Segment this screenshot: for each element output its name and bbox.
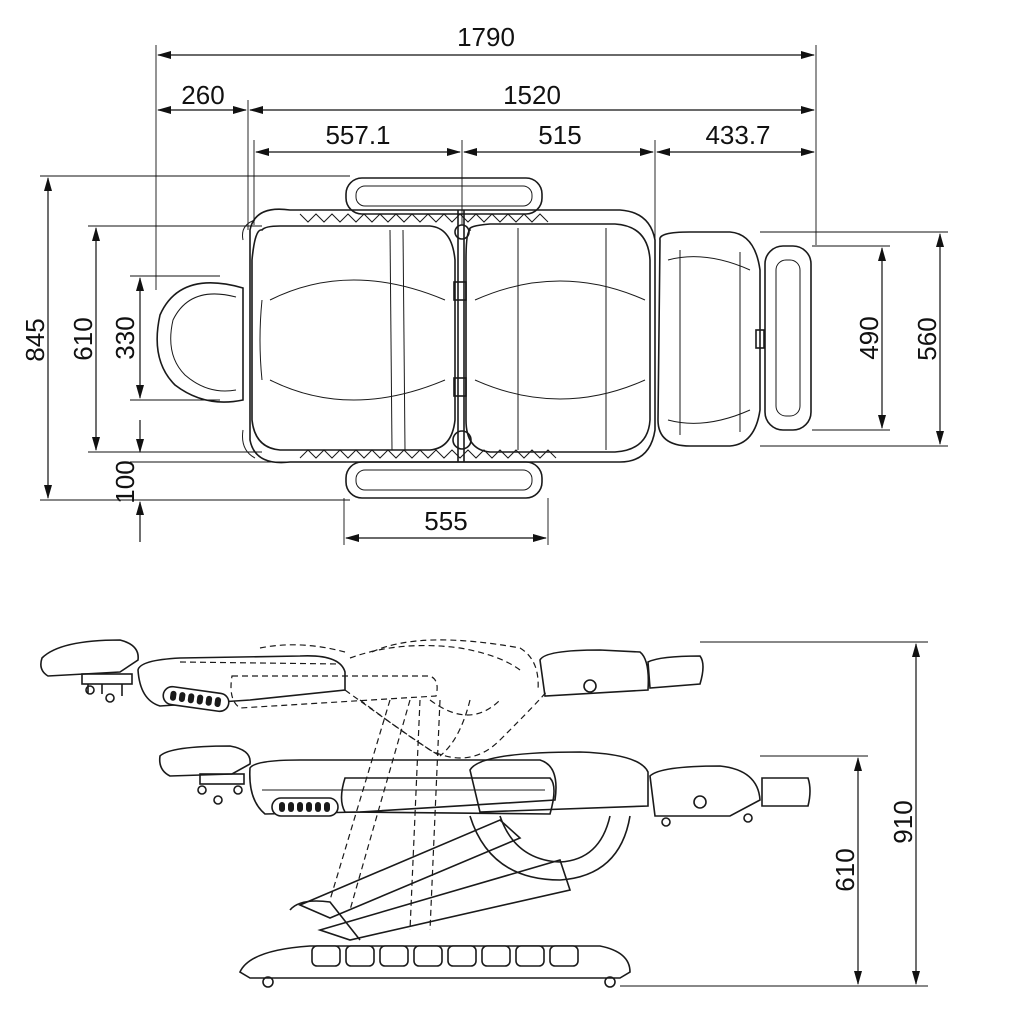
upper-armrest bbox=[345, 177, 543, 215]
raised-back bbox=[137, 655, 346, 707]
lowered-leg bbox=[649, 765, 761, 817]
dim-overall-width-label: 845 bbox=[20, 318, 50, 361]
lowered-massage-pad bbox=[271, 797, 339, 817]
dim-overall-length-label: 1790 bbox=[457, 22, 515, 52]
lowered-seat bbox=[469, 751, 649, 813]
dim-body-width-label: 610 bbox=[68, 317, 98, 360]
footrest bbox=[764, 245, 812, 431]
base-wheel-right bbox=[604, 976, 616, 988]
hinge-knob-top bbox=[454, 224, 470, 240]
lowered-back bbox=[248, 759, 557, 815]
headrest-top bbox=[156, 282, 244, 403]
leg-section bbox=[657, 231, 761, 447]
seat-cushion bbox=[465, 223, 651, 453]
dim-headrest-width-label: 330 bbox=[110, 316, 140, 359]
lowered-footrest bbox=[761, 777, 811, 807]
base-cups bbox=[311, 945, 579, 967]
side-view-lowered bbox=[158, 699, 811, 988]
raised-seat bbox=[539, 649, 650, 697]
raised-massage-pad bbox=[162, 685, 230, 713]
frame-outline bbox=[249, 208, 656, 464]
dim-min-height-label: 610 bbox=[830, 848, 860, 891]
base-wheel-left bbox=[262, 976, 274, 988]
side-view-raised bbox=[40, 639, 704, 759]
dim-armrest-length-label: 555 bbox=[424, 506, 467, 536]
dim-max-height-label: 910 bbox=[888, 800, 918, 843]
raised-headrest bbox=[40, 639, 139, 677]
dim-leg-width-label: 490 bbox=[854, 316, 884, 359]
dim-armrest-offset-label: 100 bbox=[110, 460, 140, 503]
raised-footrest bbox=[647, 655, 704, 689]
lowered-armrest bbox=[340, 777, 555, 815]
dim-body-length-label: 1520 bbox=[503, 80, 561, 110]
dim-leg-section-width-label: 560 bbox=[912, 317, 942, 360]
top-view-chair bbox=[156, 177, 812, 499]
dim-headrest-label: 260 bbox=[181, 80, 224, 110]
lower-armrest bbox=[345, 461, 543, 499]
lowered-headrest bbox=[158, 745, 251, 777]
back-cushion bbox=[251, 225, 456, 451]
dim-seat-label: 515 bbox=[538, 120, 581, 150]
dim-leg-label: 433.7 bbox=[705, 120, 770, 150]
dim-back-label: 557.1 bbox=[325, 120, 390, 150]
headrest-inner bbox=[170, 293, 237, 392]
lift-arm bbox=[297, 819, 522, 919]
top-view-dimensions: 1790 260 1520 557.1 515 433.7 845 610 33… bbox=[20, 22, 948, 545]
hinge-knob-bottom bbox=[452, 430, 472, 450]
side-view-dimensions: 910 610 bbox=[620, 641, 928, 987]
rotation-arc bbox=[469, 815, 631, 881]
chair-base bbox=[238, 945, 631, 979]
